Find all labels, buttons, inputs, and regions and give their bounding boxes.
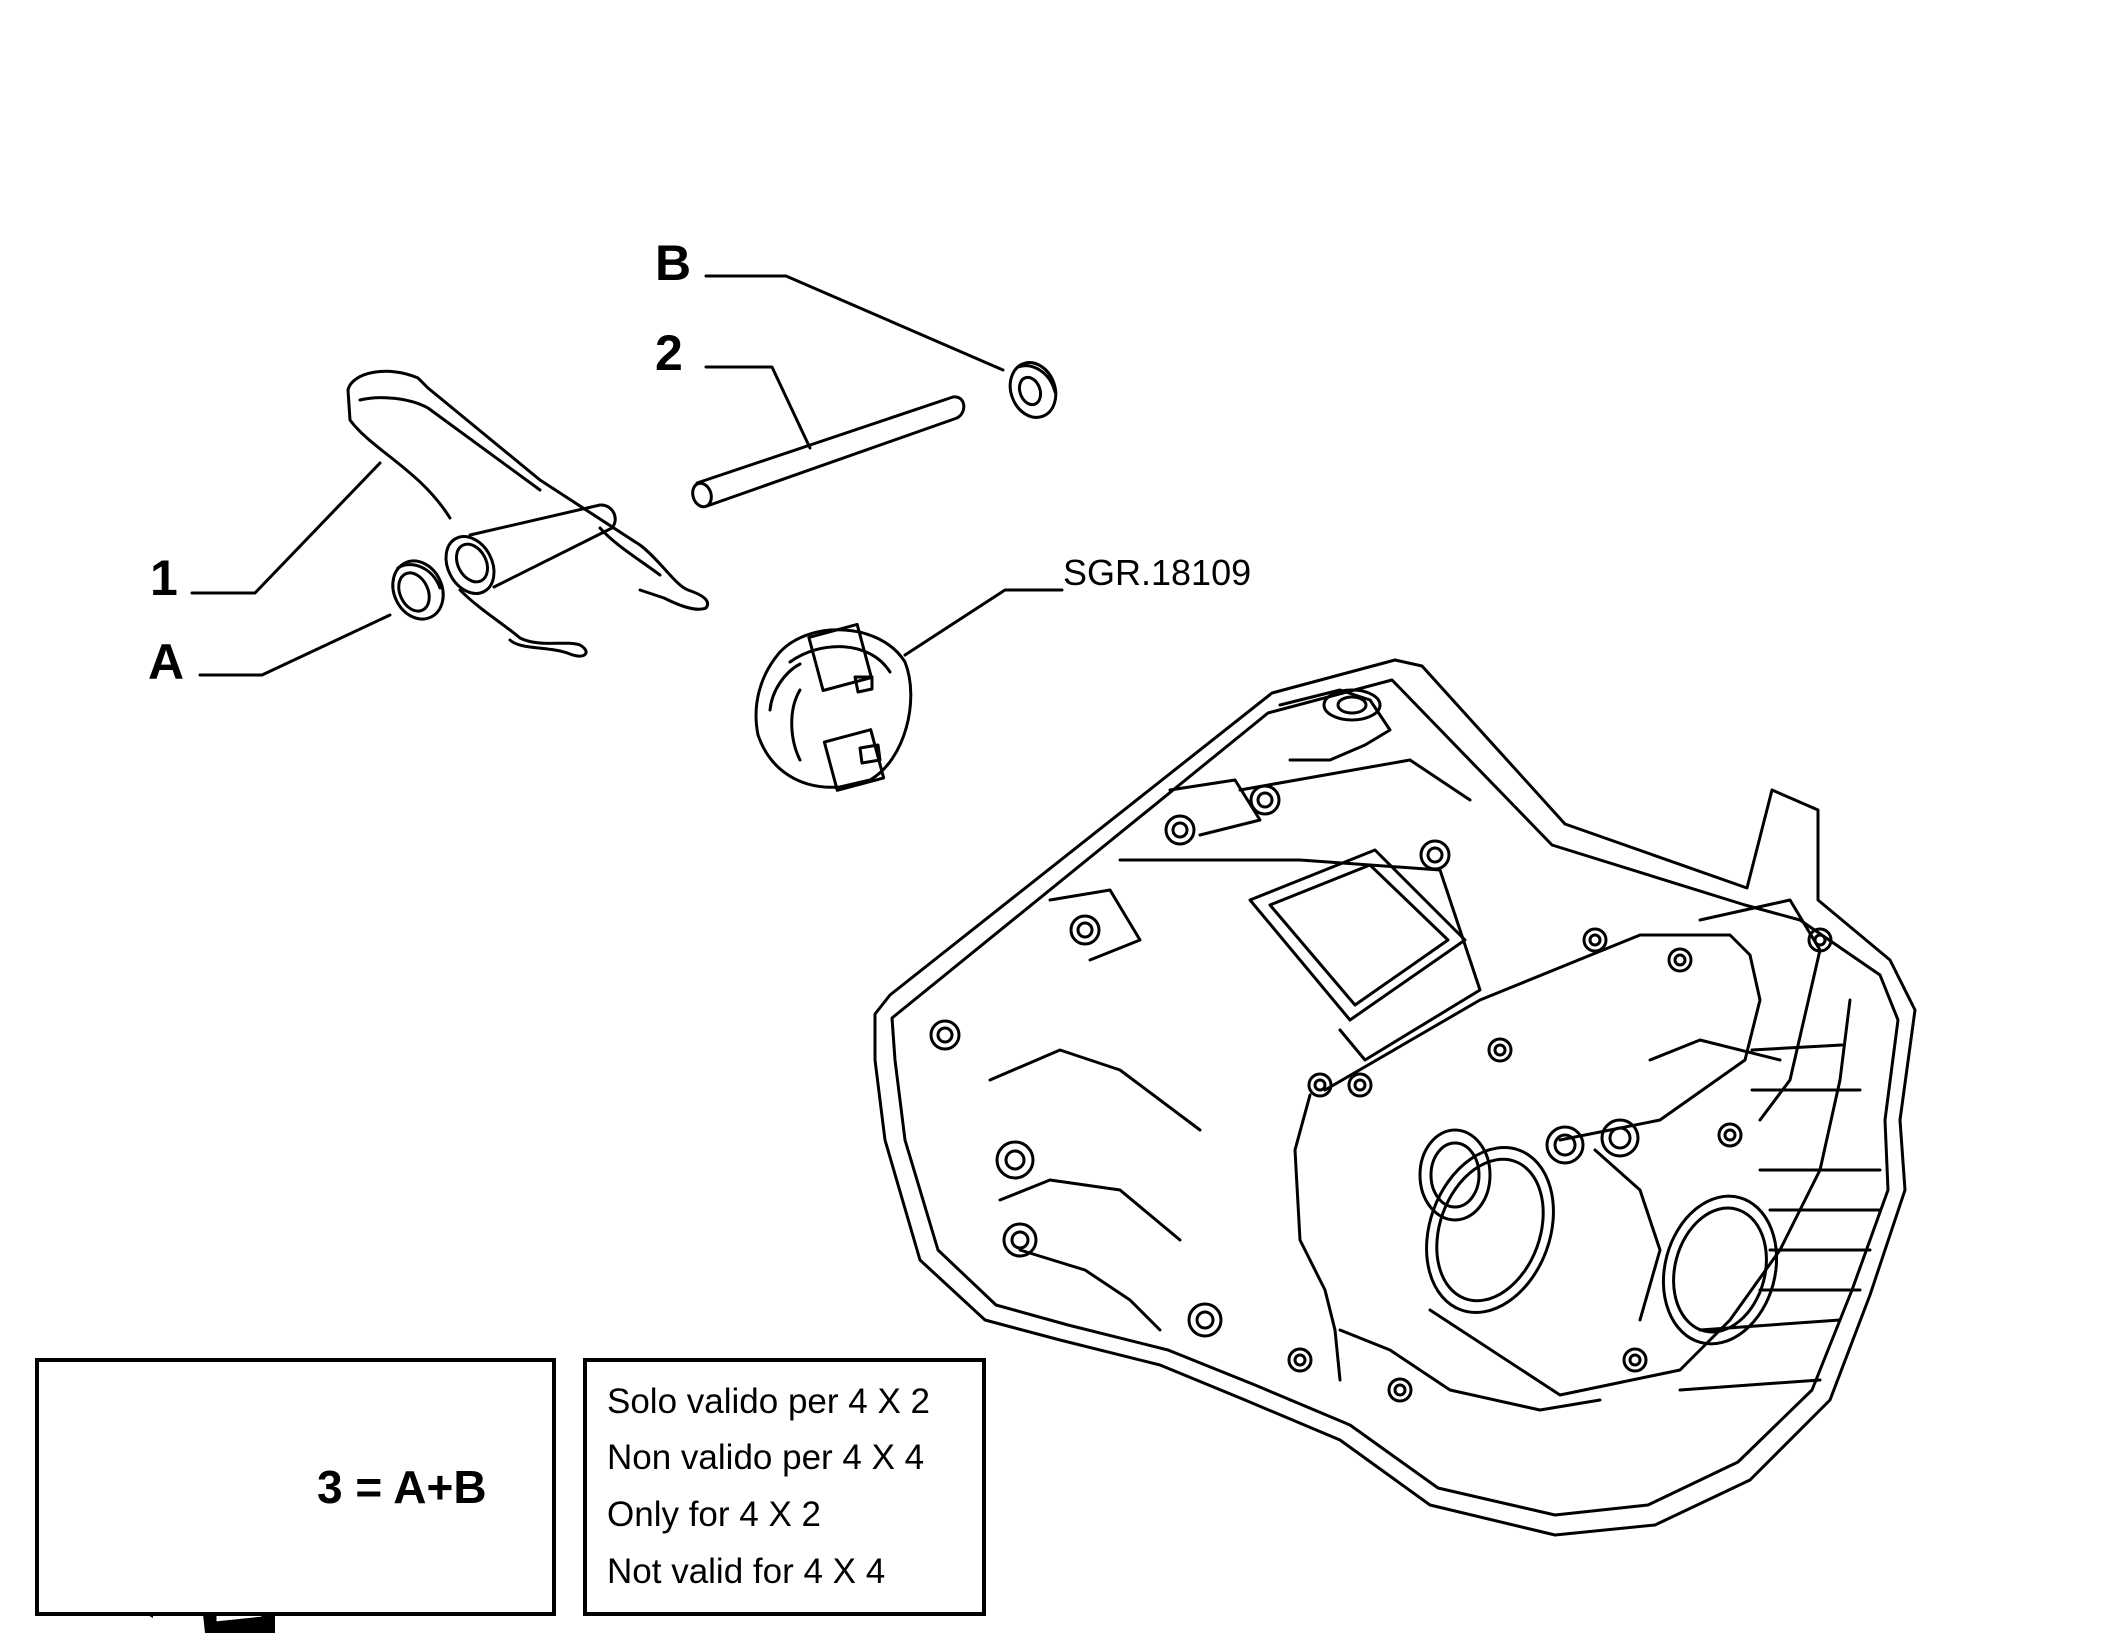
note-line-3: Only for 4 X 2 [607, 1495, 821, 1534]
note-line-2: Non valido per 4 X 4 [607, 1438, 925, 1477]
callout-1: 1 [150, 550, 178, 606]
clutch-fork-1 [346, 369, 709, 658]
release-bearing [754, 622, 913, 792]
bushing-a [391, 559, 445, 621]
leader-1 [190, 461, 382, 595]
note-line-1: Solo valido per 4 X 2 [607, 1382, 930, 1421]
leader-b [704, 274, 1005, 372]
callout-a: A [148, 634, 185, 690]
leader-lines [190, 274, 1064, 677]
validity-note-box: Solo valido per 4 X 2 Non valido per 4 X… [583, 1358, 986, 1616]
shaft-2 [691, 395, 966, 509]
leader-sgr [903, 588, 1064, 657]
kit-legend-box: 3 = A+B [35, 1358, 556, 1616]
gearbox-housing [873, 658, 1917, 1537]
reference-code: SGR.18109 [1063, 552, 1252, 593]
kit-formula: 3 = A+B [317, 1461, 487, 1513]
callout-2: 2 [655, 325, 683, 381]
leader-2 [704, 365, 812, 450]
note-line-4: Not valid for 4 X 4 [607, 1552, 886, 1591]
callout-b: B [655, 235, 692, 291]
washer-b [1008, 361, 1058, 419]
leader-a [198, 613, 392, 677]
